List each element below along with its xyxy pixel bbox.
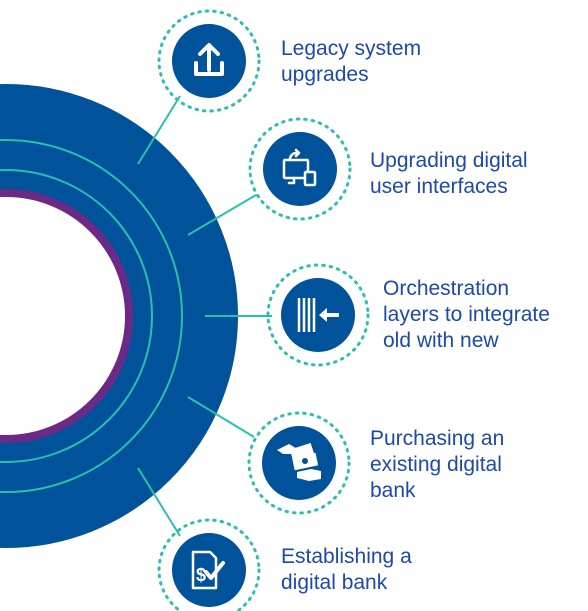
orchestration-arrow-icon — [297, 298, 339, 332]
label-line: user interfaces — [370, 175, 508, 198]
connector-2 — [187, 194, 257, 236]
badge-purchasing-digital-bank — [247, 411, 351, 515]
label-line: digital bank — [281, 571, 388, 594]
badge-establishing-digital-bank: $ — [157, 518, 261, 611]
ring-line-outer — [0, 169, 153, 463]
badge-orchestration-layers — [266, 263, 370, 367]
label-line: Legacy system — [281, 37, 422, 60]
label-line: upgrades — [281, 63, 369, 86]
label-line: Orchestration — [383, 277, 510, 300]
label-upgrading-digital-user-interfaces: Upgrading digital user interfaces — [370, 148, 528, 200]
label-line: layers to integrate — [383, 303, 550, 326]
inner-ring — [0, 189, 133, 443]
label-line: Establishing a — [281, 545, 412, 568]
badge-upgrading-digital-user-interfaces — [248, 117, 352, 221]
money-exchange-icon — [277, 443, 321, 481]
computer-upgrade-icon — [282, 148, 317, 187]
svg-text:$: $ — [196, 565, 206, 585]
upload-icon — [194, 43, 224, 76]
connector-5 — [137, 467, 181, 537]
label-legacy-system-upgrades: Legacy system upgrades — [281, 36, 421, 88]
label-purchasing-digital-bank: Purchasing an existing digital bank — [370, 426, 504, 504]
connector-4 — [187, 396, 255, 438]
label-line: old with new — [383, 329, 499, 352]
label-line: Purchasing an — [370, 427, 505, 450]
connector-1 — [137, 95, 181, 165]
label-line: Upgrading digital — [370, 149, 528, 172]
label-establishing-digital-bank: Establishing a digital bank — [281, 544, 412, 596]
central-ring — [0, 84, 238, 548]
label-line: existing digital — [370, 453, 502, 476]
ring-line-middle — [0, 139, 183, 493]
connectors — [137, 95, 272, 537]
label-orchestration-layers: Orchestration layers to integrate old wi… — [383, 276, 550, 354]
badge-legacy-system-upgrades — [157, 9, 261, 113]
dollar-check-document-icon: $ — [191, 550, 225, 590]
label-line: bank — [370, 479, 416, 502]
